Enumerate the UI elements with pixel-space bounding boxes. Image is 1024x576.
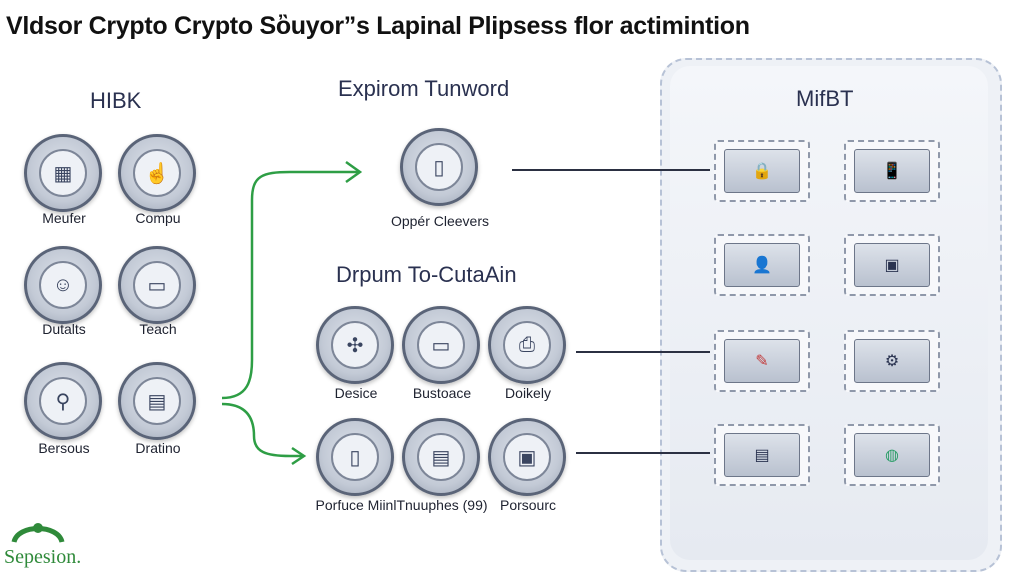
left-item-1-circle[interactable]: ▦: [24, 134, 102, 212]
arrow-up-head: [345, 160, 363, 184]
laptop-icon: ▭: [417, 321, 465, 369]
left-item-5-circle[interactable]: ⚲: [24, 362, 102, 440]
left-item-6-circle[interactable]: ▤: [118, 362, 196, 440]
left-item-6-label: Dratino: [135, 440, 181, 456]
middle-item-4-label: Porfuce Miinl: [315, 497, 397, 513]
left-item-2-circle[interactable]: ☝: [118, 134, 196, 212]
shield-grid-icon: ▦: [39, 149, 87, 197]
screen-frame-1[interactable]: 🔒: [714, 140, 810, 202]
middle-item-1-label: Desice: [334, 385, 378, 401]
document-icon: ▤: [133, 377, 181, 425]
left-item-3-circle[interactable]: ☺: [24, 246, 102, 324]
usb-key-icon: ⚲: [39, 377, 87, 425]
arrow-down-path: [221, 402, 302, 458]
screen-frame-4[interactable]: ▣: [844, 234, 940, 296]
middle-item-6-label: Porsourc: [499, 497, 557, 513]
hand-pointer-icon: ☝: [133, 149, 181, 197]
left-item-3-label: Dutalts: [42, 321, 86, 337]
right-panel-heading: MifBT: [796, 86, 854, 111]
phone-icon: ▯: [331, 433, 379, 481]
left-item-1-label: Meufer: [42, 210, 86, 226]
middle-item-3-circle[interactable]: ⎙: [488, 306, 566, 384]
person-desk-icon: ☺: [39, 261, 87, 309]
middle-item-1-circle[interactable]: ✣: [316, 306, 394, 384]
middle-item-3-label: Doikely: [505, 385, 551, 401]
left-column-heading: HIBK: [90, 88, 142, 113]
logo-text: Sepesion.: [4, 546, 82, 568]
middle-item-6-circle[interactable]: ▣: [488, 418, 566, 496]
settings-icon: ⚙: [854, 339, 930, 383]
middle-item-2-label: Bustoace: [412, 385, 472, 401]
middle-top-item-label: Oppér Cleevers: [390, 213, 490, 229]
arrow-up-path: [221, 170, 358, 400]
monitor-icon: ▭: [133, 261, 181, 309]
arrow-down-head: [291, 446, 307, 466]
browser-icon: ▣: [503, 433, 551, 481]
person-chart-icon: 👤: [724, 243, 800, 287]
frame-icon: ▣: [854, 243, 930, 287]
middle-item-5-circle[interactable]: ▤: [402, 418, 480, 496]
left-item-5-label: Bersous: [38, 440, 90, 456]
network-icon: ✣: [331, 321, 379, 369]
green-globe-icon: ◍: [854, 433, 930, 477]
screen-frame-2[interactable]: 📱: [844, 140, 940, 202]
screen-frame-5[interactable]: ✎: [714, 330, 810, 392]
red-pen-icon: ✎: [724, 339, 800, 383]
middle-item-2-circle[interactable]: ▭: [402, 306, 480, 384]
tablet-icon: ▯: [415, 143, 463, 191]
printer-icon: ⎙: [503, 321, 551, 369]
page-title: Vldsor Crypto Crypto Sὂuyor”s Lapinal Pl…: [6, 12, 750, 40]
screen-frame-7[interactable]: ▤: [714, 424, 810, 486]
left-item-4-circle[interactable]: ▭: [118, 246, 196, 324]
middle-top-heading: Expirom Tunword: [338, 76, 510, 101]
middle-item-4-circle[interactable]: ▯: [316, 418, 394, 496]
middle-bottom-heading: Drpum To-CutaAin: [336, 262, 517, 287]
cards-icon: ▤: [724, 433, 800, 477]
card-icon: ▤: [417, 433, 465, 481]
logo-arch-icon: [11, 523, 65, 544]
screen-frame-3[interactable]: 👤: [714, 234, 810, 296]
left-item-2-label: Compu: [135, 210, 181, 226]
screen-frame-6[interactable]: ⚙: [844, 330, 940, 392]
middle-item-5-label: Tnuuphes (99): [396, 497, 488, 513]
screen-frame-8[interactable]: ◍: [844, 424, 940, 486]
lock-icon: 🔒: [724, 149, 800, 193]
left-item-4-label: Teach: [139, 321, 177, 337]
phone-alert-icon: 📱: [854, 149, 930, 193]
middle-top-item-circle[interactable]: ▯: [400, 128, 478, 206]
